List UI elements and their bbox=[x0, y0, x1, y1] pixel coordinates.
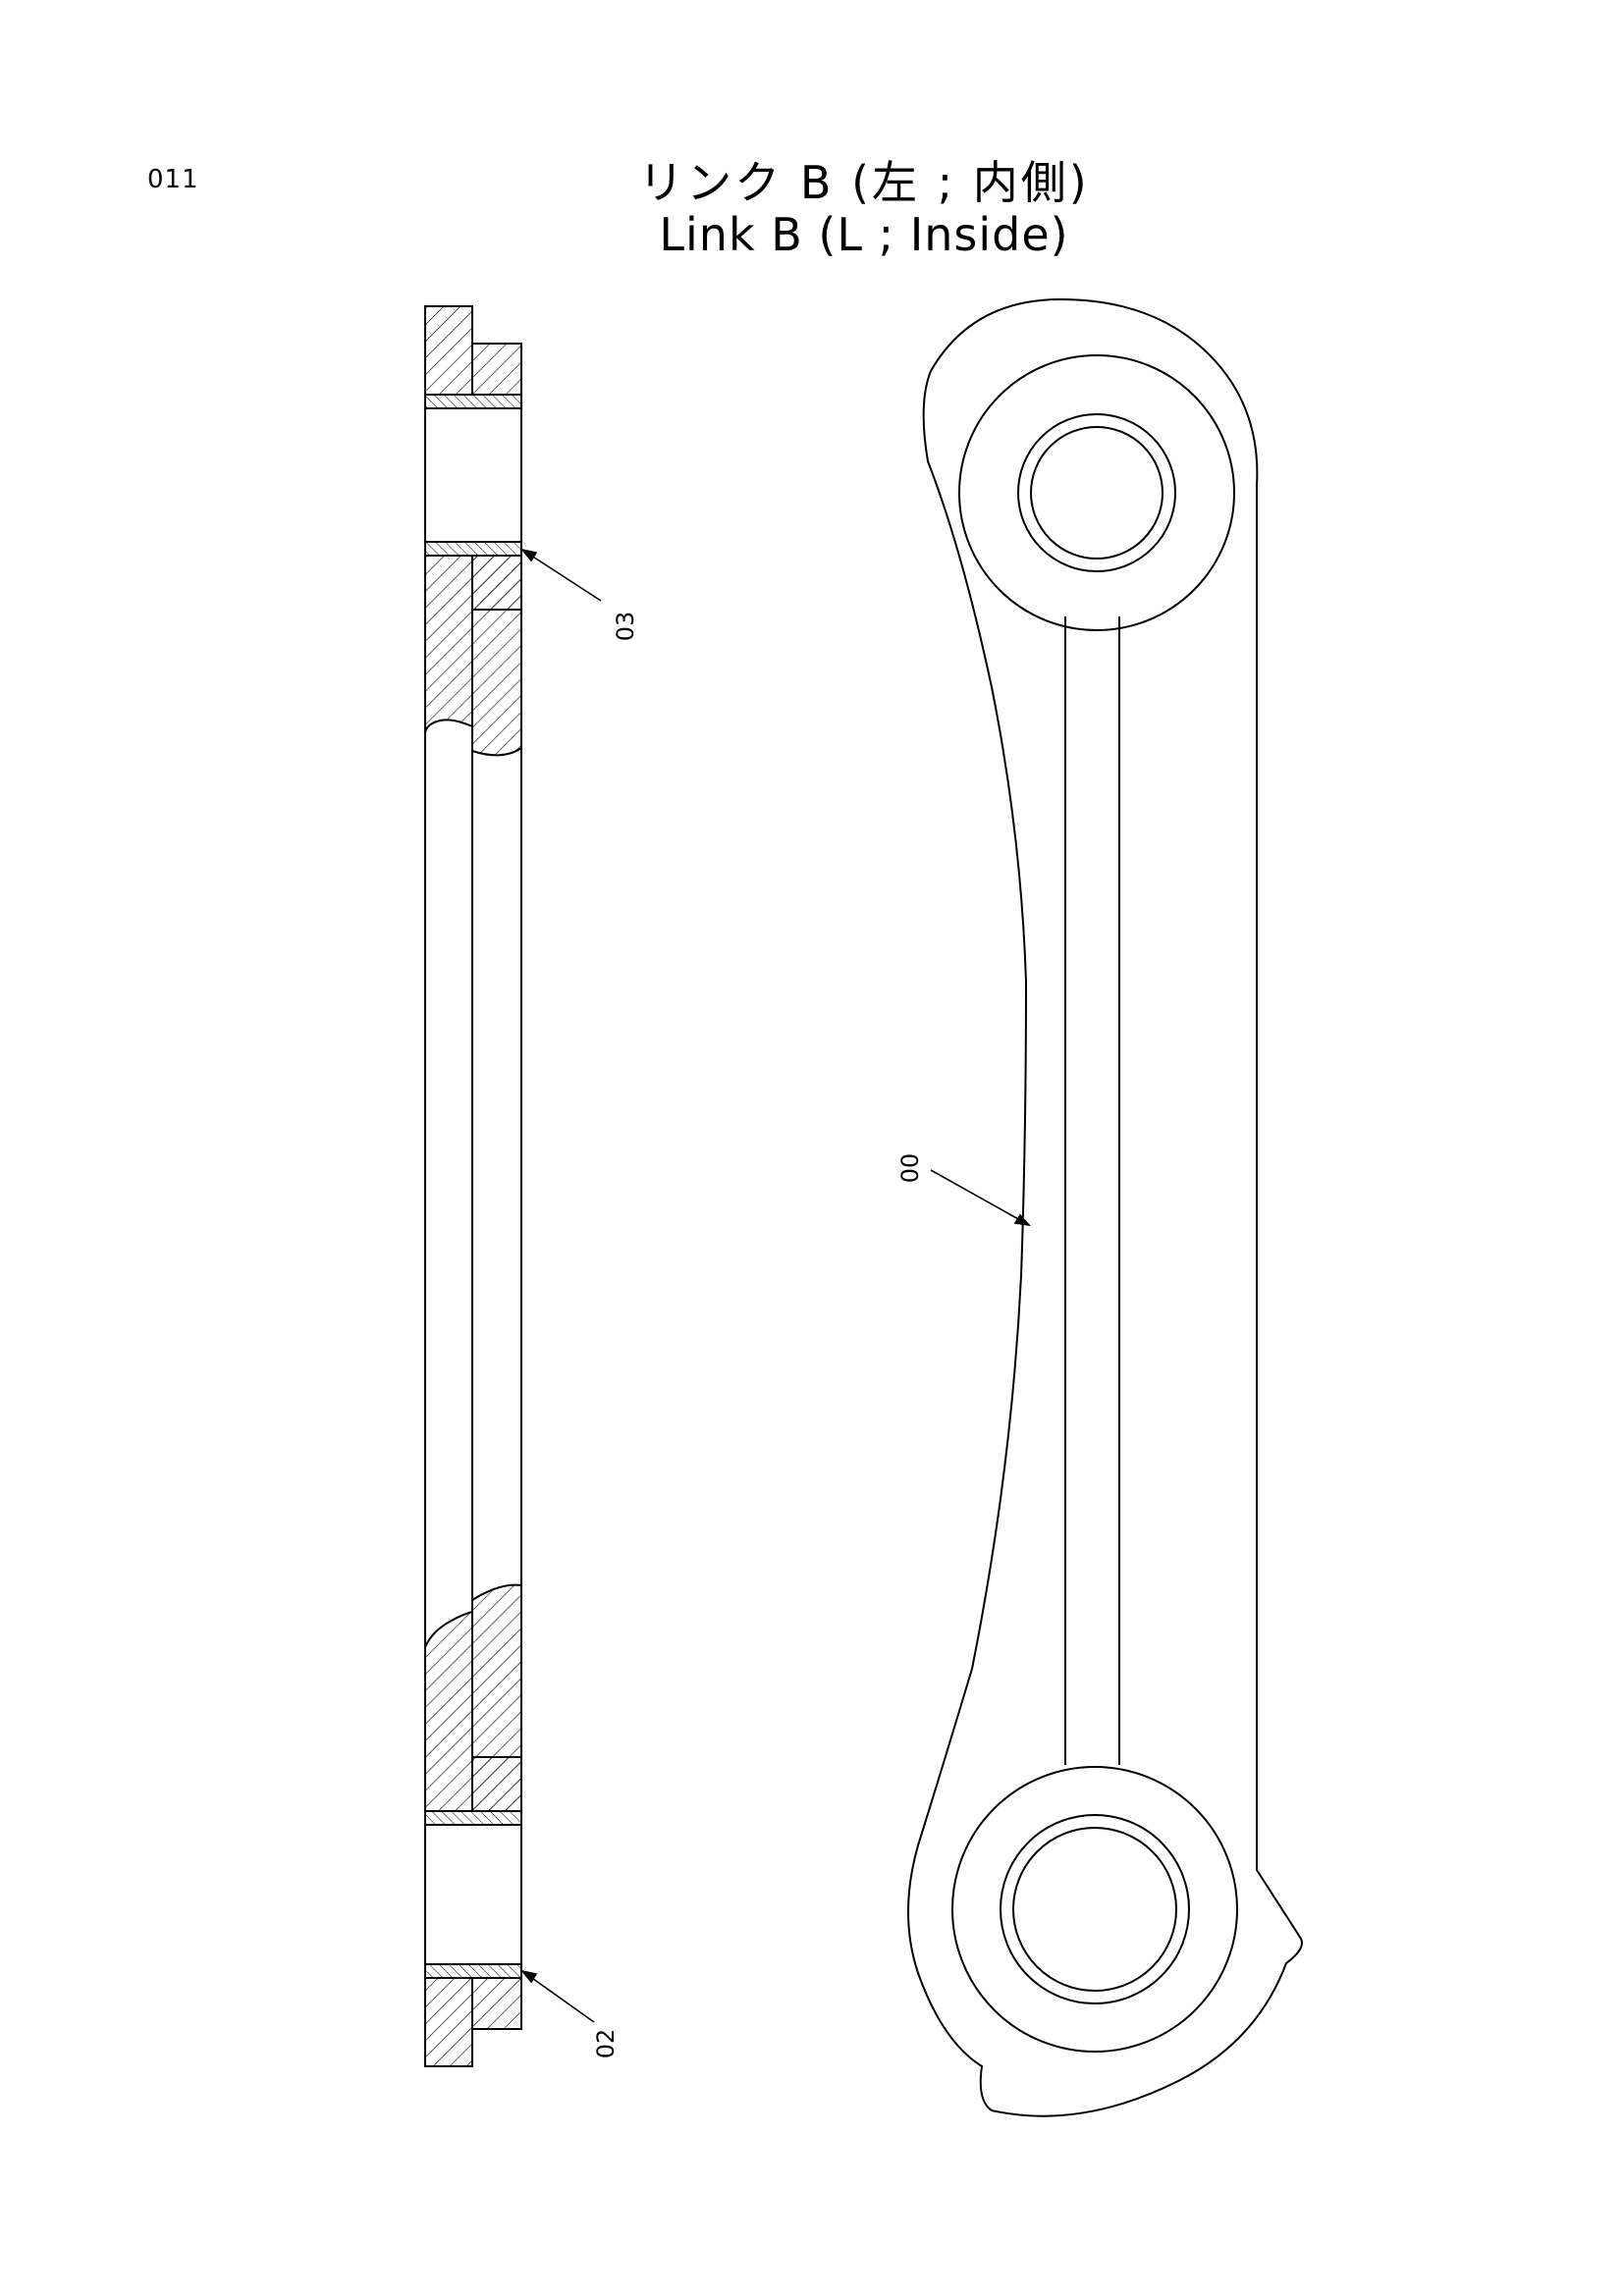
title-japanese: リンク B (左 ; 内側) bbox=[638, 156, 1090, 209]
top-bore-inner bbox=[1030, 426, 1163, 560]
bottom-bushing-ring-lower bbox=[424, 1963, 522, 1979]
callout-03-arrowhead bbox=[519, 548, 538, 562]
title-block: リンク B (左 ; 内側) Link B (L ; Inside) bbox=[491, 157, 1237, 261]
top-bore-outer bbox=[1017, 413, 1176, 572]
top-bushing-ring-upper bbox=[424, 394, 522, 409]
lower-body-outer bbox=[424, 1610, 473, 1812]
upper-inner-notch bbox=[471, 555, 522, 611]
callout-00-leader bbox=[930, 1169, 1030, 1226]
upper-body-outer bbox=[424, 555, 473, 733]
callout-03-label: 03 bbox=[612, 612, 639, 642]
bottom-inner-lug bbox=[471, 1977, 522, 2030]
top-boss-outer bbox=[958, 354, 1235, 631]
bottom-bore bbox=[424, 1824, 522, 1965]
bottom-bore-inner bbox=[1012, 1827, 1177, 1992]
top-bushing-ring-lower bbox=[424, 541, 522, 557]
callout-02-arrowhead bbox=[519, 1969, 538, 1984]
callout-02-label: 02 bbox=[592, 2029, 620, 2059]
bottom-boss-outer bbox=[951, 1766, 1238, 2053]
page-number: 011 bbox=[147, 165, 199, 194]
bottom-bushing-ring-upper bbox=[424, 1810, 522, 1826]
section-view bbox=[424, 305, 522, 2067]
callout-02-leader bbox=[521, 1970, 595, 2023]
bottom-outer-lug bbox=[424, 1977, 473, 2067]
bottom-bore-outer bbox=[1000, 1814, 1190, 2004]
title-english: Link B (L ; Inside) bbox=[659, 207, 1069, 261]
callout-00-arrowhead bbox=[1013, 1213, 1032, 1227]
callout-leaders bbox=[519, 548, 1032, 2023]
top-inner-lug bbox=[471, 343, 522, 396]
lower-inner-notch bbox=[471, 1756, 522, 1812]
link-outline bbox=[907, 297, 1303, 2117]
top-bore bbox=[424, 407, 522, 543]
top-outer-lug bbox=[424, 305, 473, 396]
callout-00-label: 00 bbox=[896, 1153, 924, 1184]
callout-03-leader bbox=[521, 549, 602, 602]
plan-view bbox=[907, 297, 1303, 2117]
